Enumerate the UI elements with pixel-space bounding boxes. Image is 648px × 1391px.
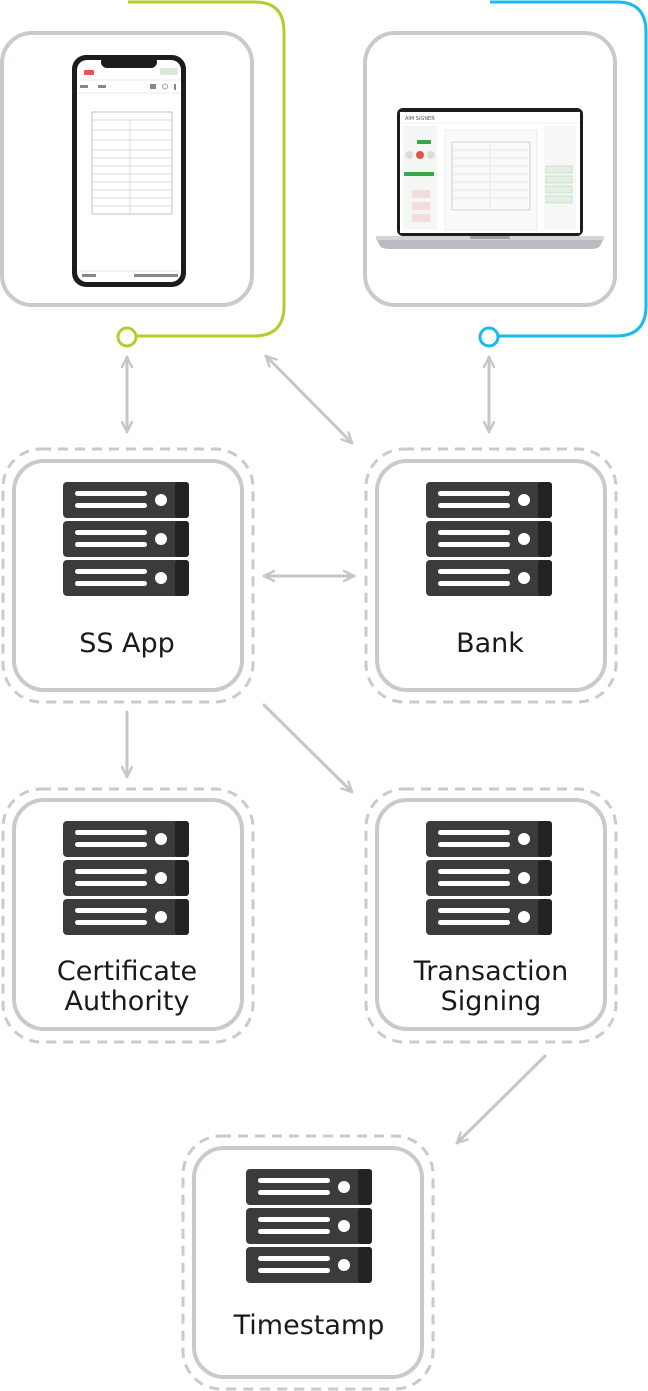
ss-app-label: SS App xyxy=(79,628,175,659)
certificate-authority-node: Certificate Authority xyxy=(1,787,255,1044)
phone-device-icon xyxy=(72,55,186,287)
phone-connector-line xyxy=(128,0,286,338)
server-icon xyxy=(426,821,552,935)
arrow-tx-timestamp xyxy=(455,1054,547,1145)
transaction-signing-label-line2: Signing xyxy=(441,986,542,1017)
phone-connector-node xyxy=(116,326,138,348)
certificate-authority-label-line1: Certificate xyxy=(57,956,197,987)
laptop-brand-text: AIM SIGNER xyxy=(405,116,435,122)
transaction-signing-label-line1: Transaction xyxy=(413,956,568,987)
laptop-connector-node xyxy=(478,326,500,348)
laptop-connector-line xyxy=(490,0,648,338)
arrow-phone-bank xyxy=(264,354,354,445)
certificate-authority-label-line2: Authority xyxy=(65,986,190,1017)
timestamp-node: Timestamp xyxy=(181,1134,435,1391)
laptop-device-icon: AIM SIGNER xyxy=(376,108,604,249)
server-icon xyxy=(63,482,189,596)
bank-label: Bank xyxy=(456,628,524,659)
arrow-ssapp-tx xyxy=(262,703,354,794)
server-icon xyxy=(246,1169,372,1283)
transaction-signing-node: Transaction Signing xyxy=(364,787,618,1044)
server-icon xyxy=(63,821,189,935)
bank-node: Bank xyxy=(364,447,618,704)
timestamp-label: Timestamp xyxy=(233,1310,385,1341)
server-icon xyxy=(426,482,552,596)
ss-app-node: SS App xyxy=(1,447,255,704)
